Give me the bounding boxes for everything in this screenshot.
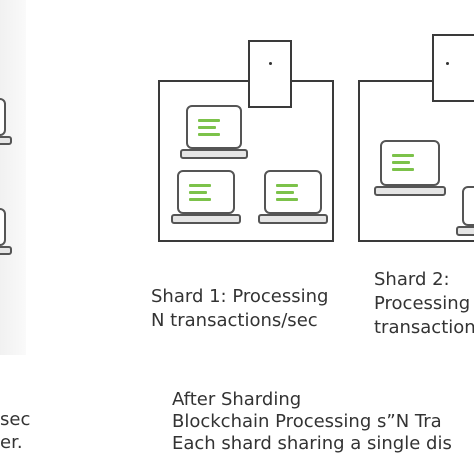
shard-2-label-line1: Shard 2: [374, 269, 450, 290]
caption-line2: Blockchain Processing s”N Tra [172, 411, 442, 432]
left-panel-background [0, 0, 26, 355]
left-partial-line2: er. [0, 432, 23, 453]
caption-title: After Sharding [172, 389, 302, 410]
database-icon [432, 34, 474, 102]
laptop-icon [171, 170, 241, 224]
caption-line3: Each shard sharing a single dis [172, 433, 452, 454]
database-icon [248, 40, 292, 108]
shard-1-label-line1: Shard 1: Processing [151, 286, 329, 307]
laptop-icon [456, 186, 474, 236]
laptop-icon [0, 98, 12, 146]
shard-2-label-line3: transactions [374, 317, 474, 338]
shard-1-label-line2: N transactions/sec [151, 310, 318, 331]
laptop-icon [374, 140, 446, 196]
laptop-icon [0, 208, 12, 256]
laptop-icon [258, 170, 328, 224]
laptop-icon [180, 105, 248, 159]
left-partial-line1: sec [0, 409, 31, 430]
shard-2-label-line2: Processing [374, 293, 471, 314]
